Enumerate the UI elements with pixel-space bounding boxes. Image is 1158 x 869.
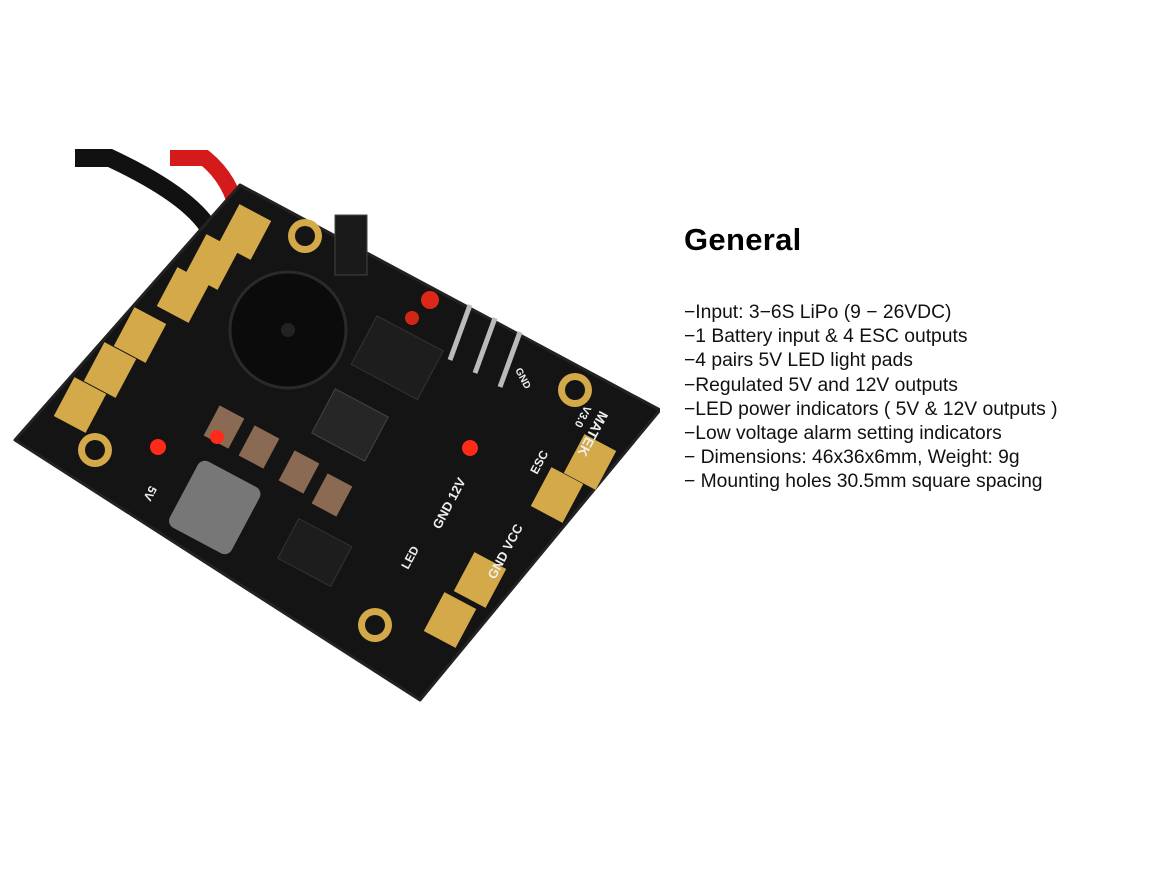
solder-pads <box>53 204 617 648</box>
pad-block <box>53 377 107 433</box>
spec-item: −Low voltage alarm setting indicators <box>684 423 1002 445</box>
pad-block <box>453 552 507 608</box>
spec-item: −LED power indicators ( 5V & 12V outputs… <box>684 398 1058 420</box>
spec-item: − Mounting holes 30.5mm square spacing <box>684 471 1043 493</box>
silk-5v: 5V <box>140 484 159 504</box>
section-title: General <box>684 222 802 257</box>
spec-item: − Dimensions: 46x36x6mm, Weight: 9g <box>684 447 1020 469</box>
switch <box>334 214 368 276</box>
pad-block <box>218 204 272 260</box>
inductor <box>169 460 261 555</box>
pad-block <box>156 267 210 323</box>
spec-item: −4 pairs 5V LED light pads <box>684 350 913 372</box>
black-wire <box>75 149 224 244</box>
pad-block <box>185 234 239 290</box>
status-leds <box>150 291 478 456</box>
jumper-header <box>447 304 523 388</box>
spec-item: −Regulated 5V and 12V outputs <box>684 374 958 396</box>
regulator-chip <box>350 315 444 401</box>
pad-block <box>113 307 167 363</box>
pad-block <box>563 434 617 490</box>
pad-block <box>83 342 137 398</box>
spec-item: −Input: 3−6S LiPo (9 − 26VDC) <box>684 302 952 323</box>
pad-block <box>423 592 477 648</box>
ldo-chip <box>277 517 353 588</box>
pdb-board-photo: MATEK V3.0 GND 12V GND VCC ESC LED 5V GN… <box>13 149 660 702</box>
pad-block <box>530 467 584 523</box>
mosfet <box>311 388 389 462</box>
spec-item: −1 Battery input & 4 ESC outputs <box>684 326 968 348</box>
spec-list: −Input: 3−6S LiPo (9 − 26VDC) −1 Battery… <box>684 301 1058 495</box>
